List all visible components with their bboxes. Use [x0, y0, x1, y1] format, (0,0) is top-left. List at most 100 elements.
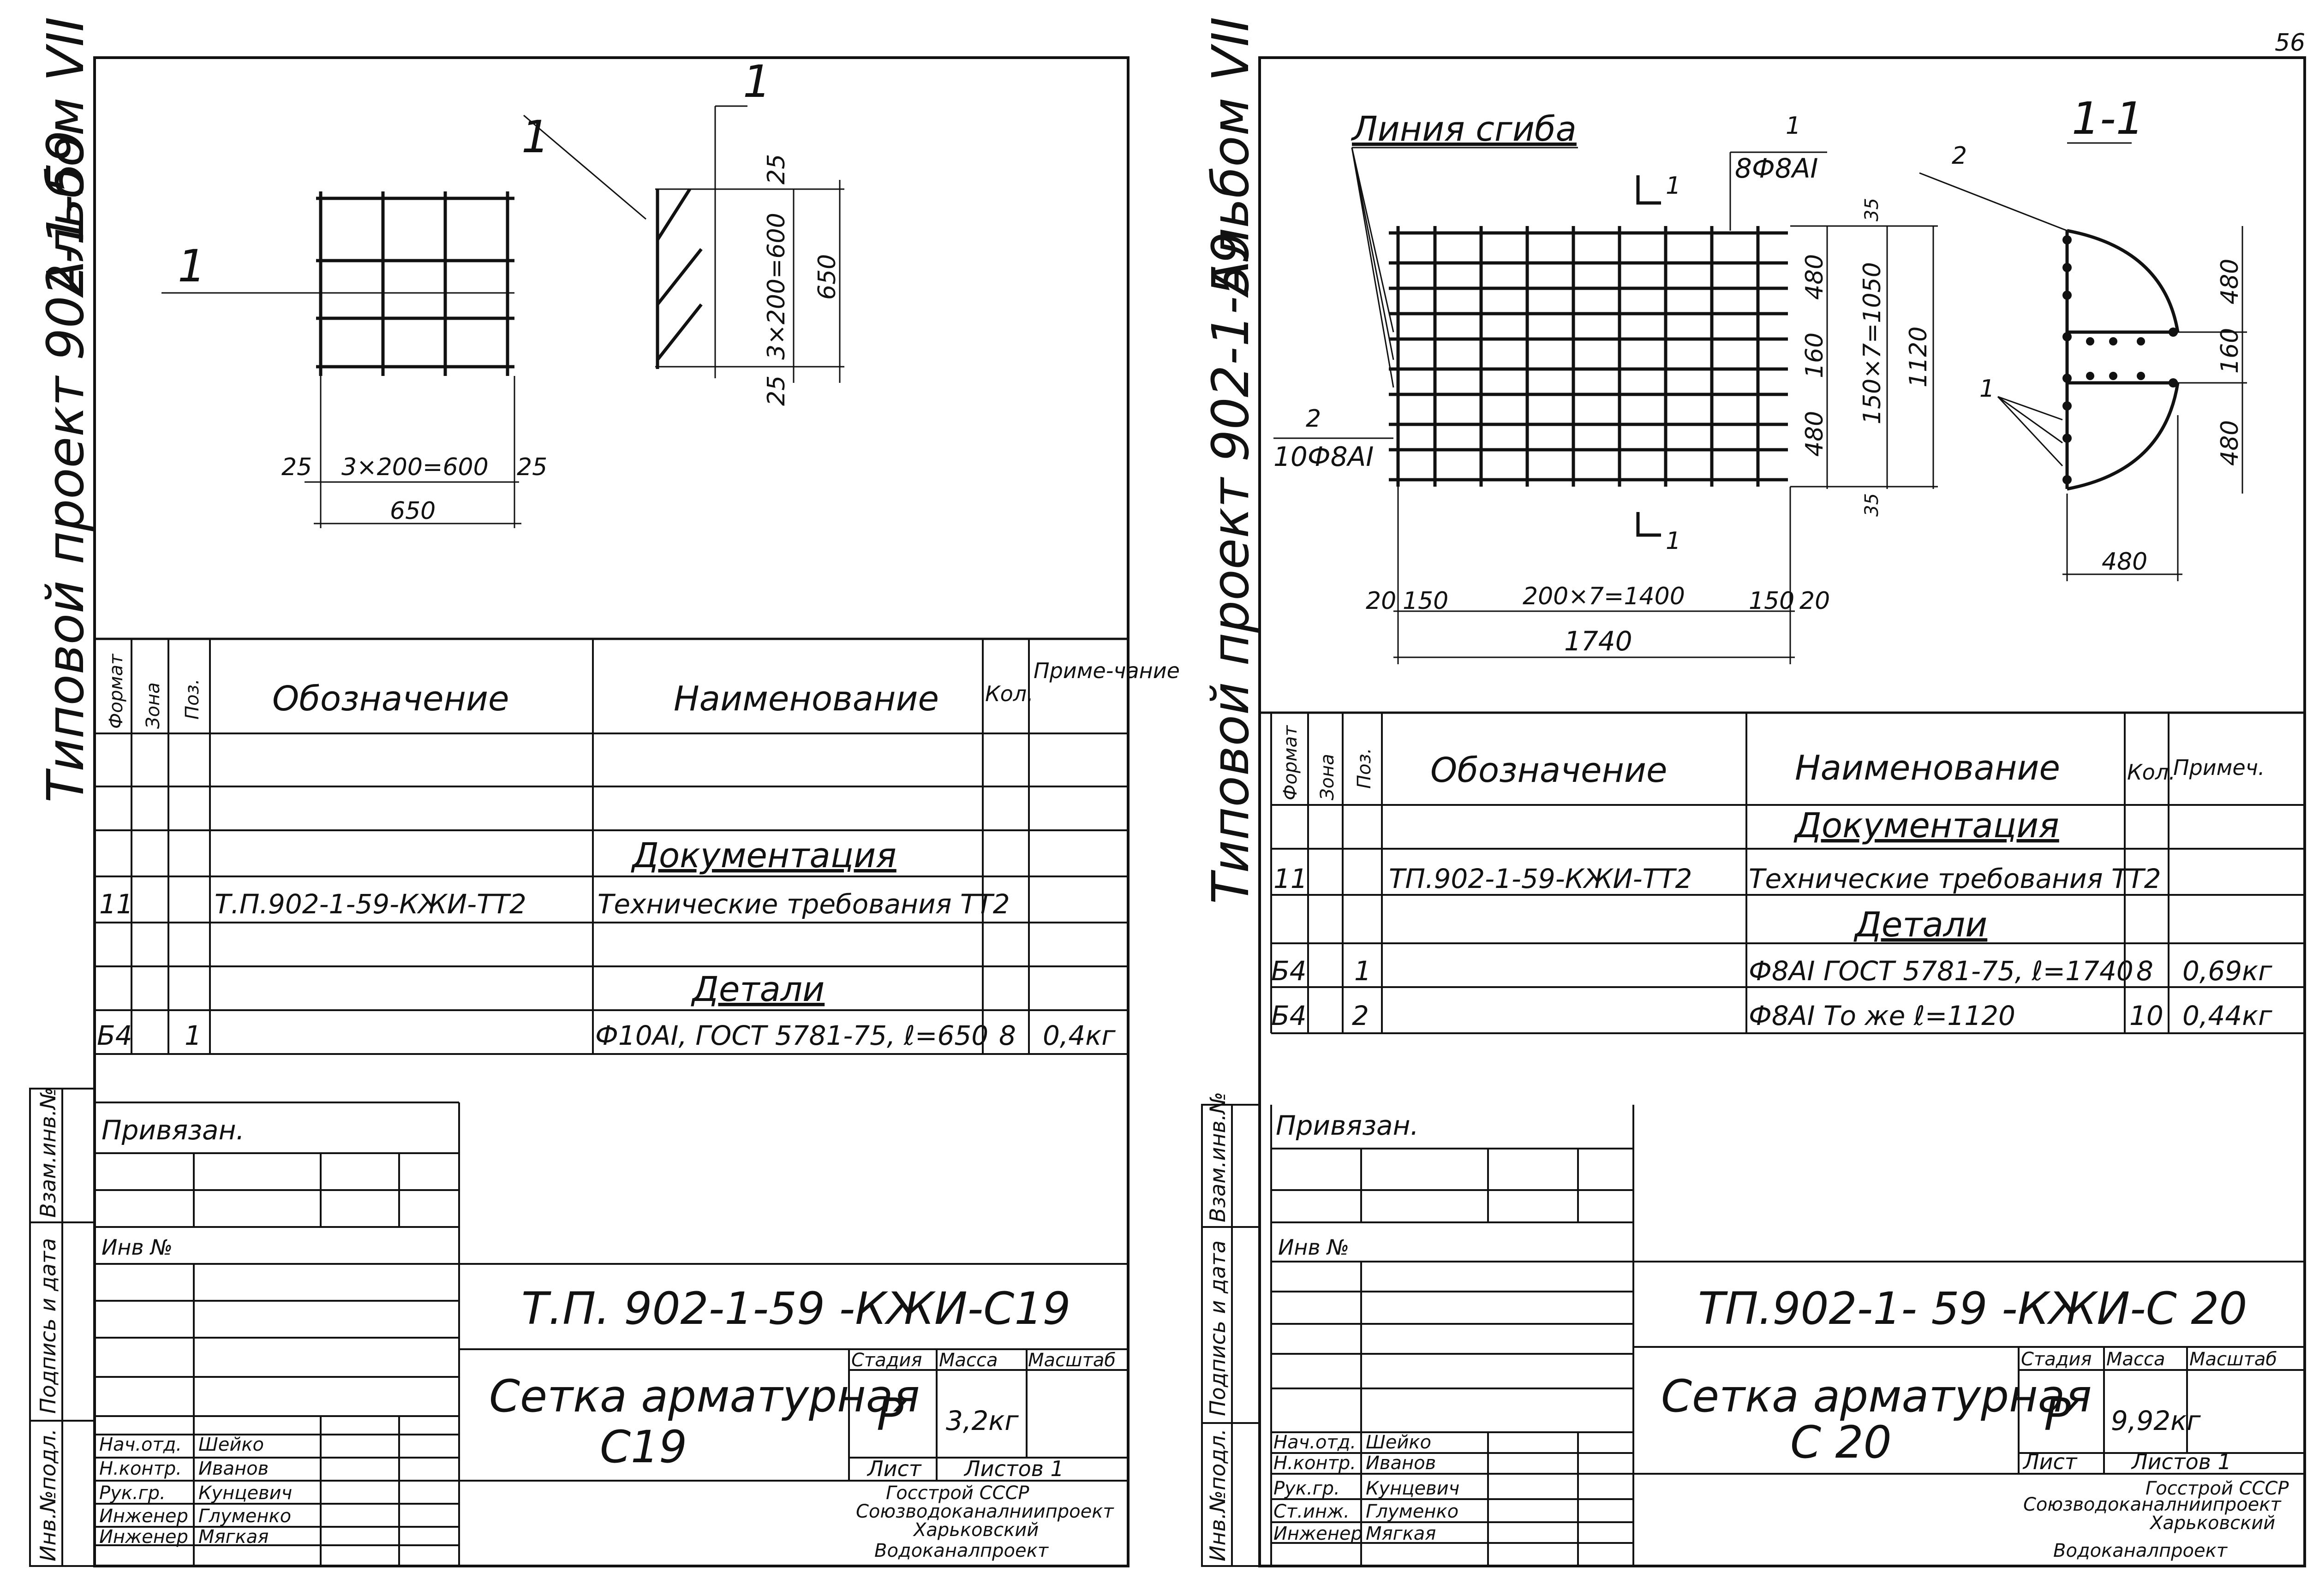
- left-col-designation: Обозначение: [272, 679, 509, 719]
- right-pos1-num: 1: [1786, 112, 1801, 140]
- left-sheet: Альбом VII Типовой проект 902-1-59: [29, 17, 1180, 1567]
- right-col-zone: Зона: [1317, 754, 1338, 800]
- right-name-5: Мягкая: [1366, 1523, 1436, 1544]
- right-detail-2-name: Ф8АI То же ℓ=1120: [1749, 1000, 2015, 1031]
- right-role-5: Инженер: [1273, 1523, 1363, 1544]
- right-sheet-label: Лист: [2022, 1449, 2078, 1474]
- left-side-section: [656, 188, 703, 369]
- left-side-dim-bottom: 25: [763, 375, 790, 406]
- right-section-dim-480a: 480: [2216, 259, 2244, 304]
- right-stage: Р: [2044, 1389, 2071, 1441]
- left-stage: Р: [877, 1389, 903, 1441]
- right-detail-1-name: Ф8АI ГОСТ 5781-75, ℓ=1740: [1749, 955, 2134, 987]
- right-side-dim-160: 160: [1801, 333, 1829, 378]
- left-callout-1: 1: [743, 56, 771, 107]
- left-spec-table: [95, 639, 1128, 1055]
- right-detail-2-pos: 2: [1352, 1000, 1369, 1031]
- right-stamp-inv-podl: Инв.№подл.: [1205, 1429, 1230, 1561]
- right-section-mark-top: 1: [1666, 172, 1681, 200]
- left-frame: [93, 56, 1130, 1567]
- right-col-format: Формат: [1280, 725, 1301, 800]
- right-dim-a: 20: [1366, 587, 1396, 615]
- left-sheet-label: Лист: [867, 1456, 922, 1481]
- right-mesh-plan: [1389, 226, 1788, 487]
- right-spec-table: [1270, 713, 2305, 1034]
- right-title-block: [1270, 1105, 2305, 1566]
- right-mass: 9,92кг: [2111, 1405, 2201, 1436]
- right-scale-label: Масштаб: [2189, 1349, 2277, 1370]
- left-role-2: Н.контр.: [99, 1458, 182, 1479]
- left-role-5: Инженер: [99, 1526, 188, 1548]
- left-title-block: [95, 1102, 1128, 1566]
- right-project-title: Типовой проект 902-1-59: [1201, 232, 1260, 904]
- left-col-name: Наименование: [674, 679, 939, 719]
- left-col-qty: Кол.: [985, 681, 1034, 706]
- right-side-dim-480a: 480: [1801, 254, 1829, 300]
- right-doc-name: Технические требования ТТ2: [1749, 863, 2161, 894]
- left-side-dim-total: 650: [813, 254, 841, 300]
- left-org-4: Водоканалпроект: [874, 1540, 1049, 1561]
- right-name-2: Иванов: [1366, 1453, 1436, 1474]
- right-side-dim-span: 150×7=1050: [1859, 262, 1886, 424]
- right-detail-1-qty: 8: [2136, 955, 2153, 987]
- right-stage-label: Стадия: [2021, 1349, 2092, 1370]
- right-album-title: Альбом VII: [1201, 17, 1260, 298]
- right-col-pos: Поз.: [1354, 748, 1375, 789]
- left-callout: 1: [521, 111, 550, 163]
- right-org-2: Союзводоканалниипроект: [2023, 1494, 2282, 1515]
- left-org-2: Союзводоканалниипроект: [856, 1501, 1114, 1522]
- left-sheets-label: Листов 1: [963, 1456, 1064, 1481]
- right-detail-2-note: 0,44кг: [2182, 1000, 2272, 1031]
- left-dim-span: 3×200=600: [341, 453, 489, 481]
- page-number: 56: [2275, 29, 2305, 57]
- left-project-title: Типовой проект 902-1-59: [36, 130, 95, 803]
- right-detail-1-note: 0,69кг: [2182, 955, 2272, 987]
- left-org-3: Харьковский: [913, 1519, 1039, 1541]
- right-col-qty: Кол.: [2127, 760, 2176, 785]
- left-side-dim-top: 25: [763, 154, 790, 185]
- left-stamp-inv-podl: Инв.№подл.: [36, 1429, 60, 1561]
- left-inv-no: Инв №: [102, 1235, 173, 1260]
- right-sheet-title-1: Сетка арматурная: [1661, 1370, 2092, 1422]
- left-section-docs: Документация: [631, 836, 897, 875]
- right-bend-line: Линия сгиба: [1351, 109, 1577, 149]
- right-col-name: Наименование: [1795, 748, 2060, 788]
- right-detail-1-pos: 1: [1354, 955, 1371, 987]
- left-detail-pos: 1: [185, 1020, 202, 1051]
- right-mass-label: Масса: [2106, 1349, 2165, 1370]
- left-name-1: Шейко: [198, 1434, 264, 1455]
- left-mass: 3,2кг: [946, 1405, 1019, 1436]
- left-detail-note: 0,4кг: [1043, 1020, 1116, 1051]
- left-section-details: Детали: [691, 970, 825, 1009]
- right-detail-2-qty: 10: [2129, 1000, 2164, 1031]
- right-name-1: Шейко: [1366, 1432, 1431, 1453]
- left-scale-label: Масштаб: [1028, 1350, 1116, 1371]
- left-dim-edge-right: 25: [517, 453, 547, 481]
- right-dim-d: 20: [1799, 587, 1830, 615]
- left-stamp-podpis: Подпись и дата: [36, 1238, 60, 1414]
- right-section-mark-bottom: 1: [1666, 527, 1681, 555]
- right-section-view: [2065, 229, 2180, 491]
- right-pos2-num: 2: [1306, 405, 1321, 433]
- right-doc-designation: ТП.902-1-59-КЖИ-ТТ2: [1389, 863, 1692, 894]
- left-sheet-title-2: С19: [600, 1421, 687, 1473]
- right-section-dim-480b: 480: [2216, 420, 2244, 466]
- left-detail-name: Ф10АI, ГОСТ 5781-75, ℓ=650: [595, 1020, 988, 1051]
- left-sheet-title-1: Сетка арматурная: [489, 1370, 920, 1422]
- right-privyazan: Привязан.: [1276, 1110, 1419, 1141]
- right-detail-1-format: Б4: [1271, 955, 1307, 987]
- right-org-4: Водоканалпроект: [2053, 1540, 2228, 1561]
- left-dim-edge-left: 25: [281, 453, 312, 481]
- right-section-title: 1-1: [2072, 93, 2144, 144]
- right-side-stamp: [1201, 1104, 1261, 1567]
- left-org-1: Госстрой СССР: [886, 1483, 1029, 1504]
- right-sheet-title-2: С 20: [1790, 1417, 1892, 1468]
- right-stamp-podpis: Подпись и дата: [1205, 1240, 1230, 1416]
- left-mesh-plan: [316, 191, 514, 376]
- right-dim-span: 200×7=1400: [1523, 583, 1685, 610]
- right-role-1: Нач.отд.: [1273, 1432, 1356, 1453]
- right-org-3: Харьковский: [2149, 1513, 2275, 1534]
- left-name-3: Кунцевич: [198, 1483, 292, 1504]
- left-col-format: Формат: [106, 653, 127, 729]
